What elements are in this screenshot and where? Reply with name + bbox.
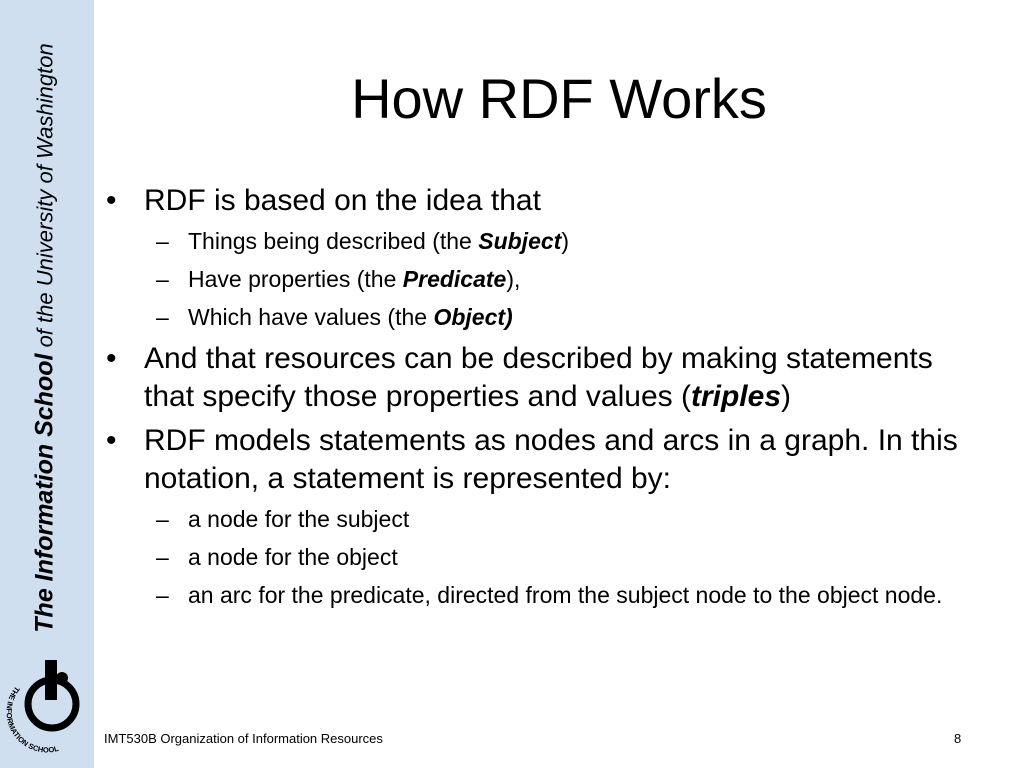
bullet-2: • And that resources can be described by… <box>104 340 984 416</box>
bullet-2-post: ) <box>781 380 792 413</box>
sub-bullet-3-3: –an arc for the predicate, directed from… <box>104 580 984 610</box>
sub-1-3-pre: Which have values (the <box>188 304 434 330</box>
dash-icon: – <box>156 304 169 330</box>
dash-icon: – <box>156 544 169 570</box>
slide-content: • RDF is based on the idea that –Things … <box>104 182 984 618</box>
bullet-icon: • <box>106 184 117 217</box>
bullet-1: • RDF is based on the idea that <box>104 182 984 220</box>
footer-course-title: IMT530B Organization of Information Reso… <box>104 731 383 746</box>
bullet-3: • RDF models statements as nodes and arc… <box>104 422 984 498</box>
predicate-term: Predicate <box>402 266 507 292</box>
footer-page-number: 8 <box>954 731 962 746</box>
school-name: The Information School <box>30 353 59 633</box>
sub-3-2-text: a node for the object <box>188 544 398 570</box>
sub-bullet-1-2: –Have properties (the Predicate), <box>104 264 984 294</box>
sub-1-2-pre: Have properties (the <box>188 266 403 292</box>
sub-bullet-3-2: –a node for the object <box>104 542 984 572</box>
bullet-icon: • <box>106 342 117 375</box>
washington-name: Washington <box>32 43 58 160</box>
dash-icon: – <box>156 506 169 532</box>
bullet-1-text: RDF is based on the idea that <box>144 184 541 217</box>
dash-icon: – <box>156 266 169 292</box>
sub-3-3-text: an arc for the predicate, directed from … <box>188 582 943 608</box>
ischool-logo-icon: THE INFORMATION SCHOOL <box>4 660 80 755</box>
bullet-2-pre: And that resources can be described by m… <box>144 342 933 413</box>
school-of-1: of <box>32 329 58 348</box>
bullet-icon: • <box>106 424 117 457</box>
university-name: the University <box>32 189 58 323</box>
object-term: Object) <box>433 304 513 330</box>
sub-bullet-3-1: –a node for the subject <box>104 504 984 534</box>
sub-1-1-pre: Things being described (the <box>188 228 479 254</box>
triples-term: triples <box>690 380 782 413</box>
sub-bullet-1-1: –Things being described (the Subject) <box>104 226 984 256</box>
ischool-logo: THE INFORMATION SCHOOL <box>2 656 92 760</box>
sub-bullet-1-3: –Which have values (the Object) <box>104 302 984 332</box>
sidebar: The Information School of the University… <box>0 0 94 768</box>
dash-icon: – <box>156 228 169 254</box>
subject-term: Subject <box>478 228 562 254</box>
sub-1-2-post: ), <box>506 266 521 292</box>
sub-1-1-post: ) <box>561 228 569 254</box>
dash-icon: – <box>156 582 169 608</box>
school-of-2: of <box>32 165 58 184</box>
sidebar-school-name: The Information School of the University… <box>31 43 60 632</box>
bullet-3-text: RDF models statements as nodes and arcs … <box>144 424 958 495</box>
slide-title: How RDF Works <box>351 67 767 130</box>
sub-3-1-text: a node for the subject <box>188 506 410 532</box>
